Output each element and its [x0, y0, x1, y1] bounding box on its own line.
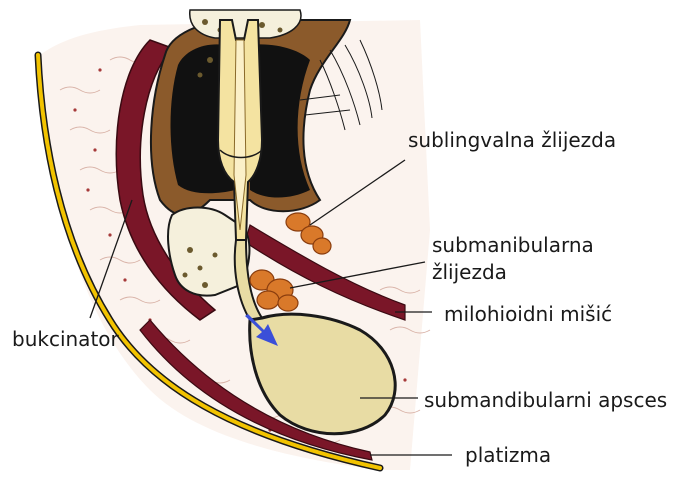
label-sublingual-gland: sublingvalna žlijezda — [408, 128, 616, 152]
label-buccinator: bukcinator — [12, 327, 119, 351]
label-submandibular-abscess: submandibularni apsces — [424, 388, 667, 412]
label-submandibular-gland-line2: žlijezda — [432, 260, 507, 284]
label-submandibular-gland-line1: submanibularna — [432, 233, 594, 257]
label-mylohyoid-muscle: milohioidni mišić — [444, 302, 612, 326]
label-platysma: platizma — [465, 443, 551, 467]
